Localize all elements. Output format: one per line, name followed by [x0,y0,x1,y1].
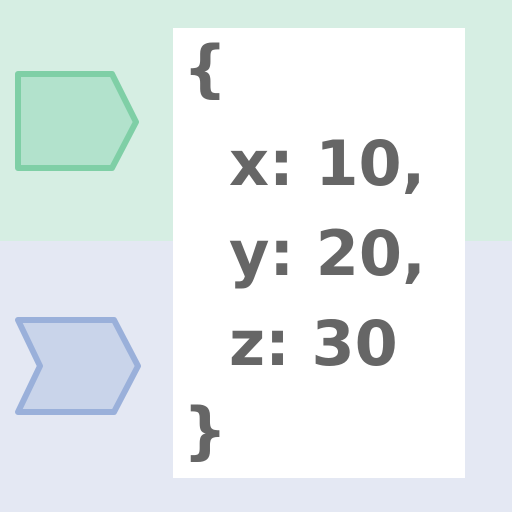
chevron-arrow-icon [15,317,141,415]
code-line-y: y: 20, [229,217,426,290]
code-line-z: z: 30 [229,307,398,380]
open-brace: { [183,32,228,105]
close-brace: } [183,394,228,467]
pentagon-tag-icon [15,71,139,171]
code-line-x: x: 10, [229,127,426,200]
code-card: { x: 10, y: 20, z: 30 } [173,28,465,478]
